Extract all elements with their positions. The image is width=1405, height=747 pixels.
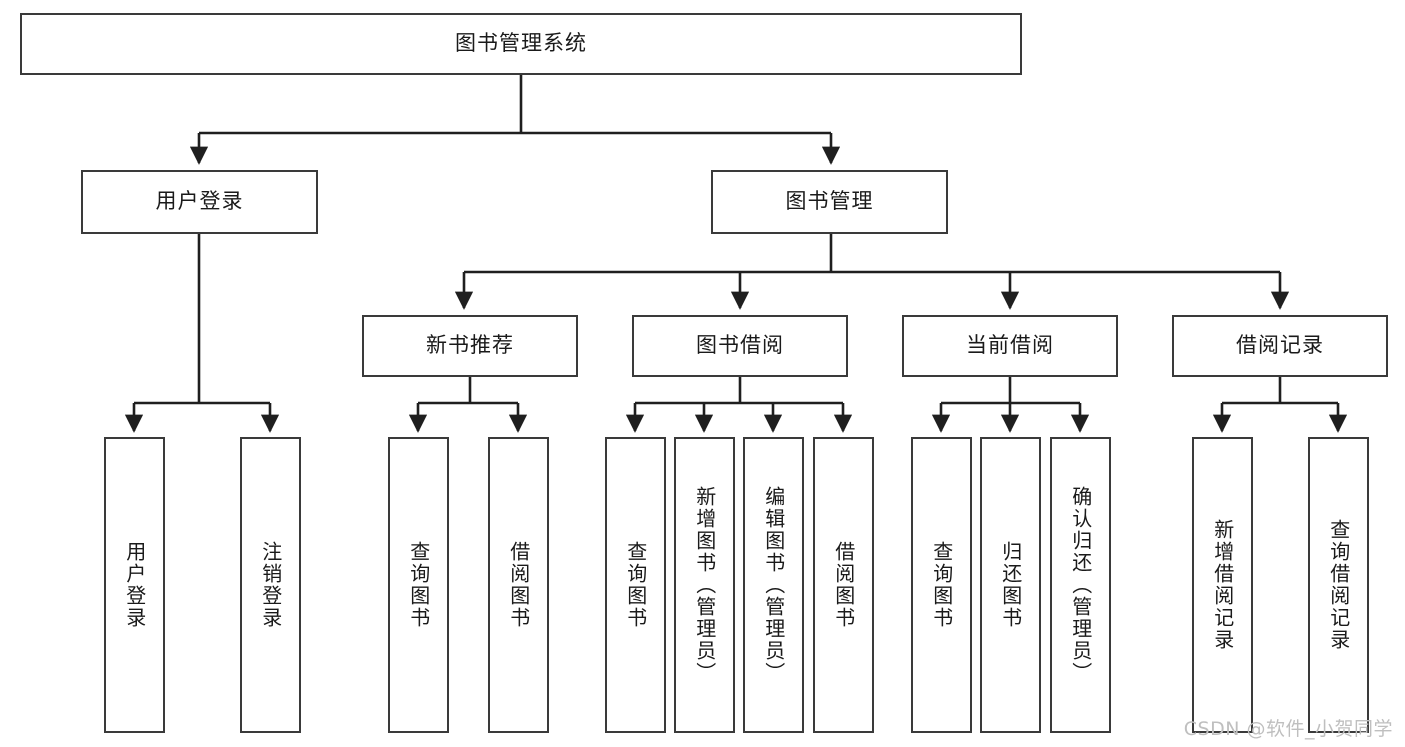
node-label: 新书推荐 <box>426 333 514 358</box>
node-label: 新增借阅记录 <box>1210 519 1235 651</box>
leaf-recommend-borrow-book[interactable]: 借阅图书 <box>488 437 549 733</box>
node-label: 当前借阅 <box>966 333 1054 358</box>
node-label: 确认归还（管理员） <box>1068 486 1093 684</box>
node-current-borrow[interactable]: 当前借阅 <box>902 315 1118 377</box>
node-label: 查询借阅记录 <box>1326 519 1351 651</box>
leaf-current-query-book[interactable]: 查询图书 <box>911 437 972 733</box>
node-book-borrow[interactable]: 图书借阅 <box>632 315 848 377</box>
leaf-current-return-book[interactable]: 归还图书 <box>980 437 1041 733</box>
node-root-system[interactable]: 图书管理系统 <box>20 13 1022 75</box>
node-label: 查询图书 <box>929 541 954 629</box>
node-label: 查询图书 <box>623 541 648 629</box>
leaf-user-login-logout[interactable]: 注销登录 <box>240 437 301 733</box>
node-label: 新增图书（管理员） <box>692 486 717 684</box>
node-label: 图书借阅 <box>696 333 784 358</box>
node-label: 注销登录 <box>258 541 283 629</box>
node-borrow-record[interactable]: 借阅记录 <box>1172 315 1388 377</box>
node-label: 用户登录 <box>155 189 244 214</box>
node-label: 查询图书 <box>406 541 431 629</box>
leaf-borrow-borrow-book[interactable]: 借阅图书 <box>813 437 874 733</box>
node-label: 图书管理 <box>785 189 874 214</box>
leaf-current-confirm-return-admin[interactable]: 确认归还（管理员） <box>1050 437 1111 733</box>
node-label: 归还图书 <box>998 541 1023 629</box>
node-user-login[interactable]: 用户登录 <box>81 170 318 234</box>
node-label: 图书管理系统 <box>455 31 587 56</box>
leaf-user-login-login[interactable]: 用户登录 <box>104 437 165 733</box>
node-book-management[interactable]: 图书管理 <box>711 170 948 234</box>
node-new-book-recommend[interactable]: 新书推荐 <box>362 315 578 377</box>
leaf-borrow-query-book[interactable]: 查询图书 <box>605 437 666 733</box>
leaf-recommend-query-book[interactable]: 查询图书 <box>388 437 449 733</box>
leaf-record-query-record[interactable]: 查询借阅记录 <box>1308 437 1369 733</box>
leaf-borrow-edit-book-admin[interactable]: 编辑图书（管理员） <box>743 437 804 733</box>
leaf-borrow-add-book-admin[interactable]: 新增图书（管理员） <box>674 437 735 733</box>
node-label: 用户登录 <box>122 541 147 629</box>
node-label: 借阅记录 <box>1236 333 1324 358</box>
node-label: 借阅图书 <box>831 541 856 629</box>
node-label: 借阅图书 <box>506 541 531 629</box>
leaf-record-add-record[interactable]: 新增借阅记录 <box>1192 437 1253 733</box>
node-label: 编辑图书（管理员） <box>761 486 786 684</box>
